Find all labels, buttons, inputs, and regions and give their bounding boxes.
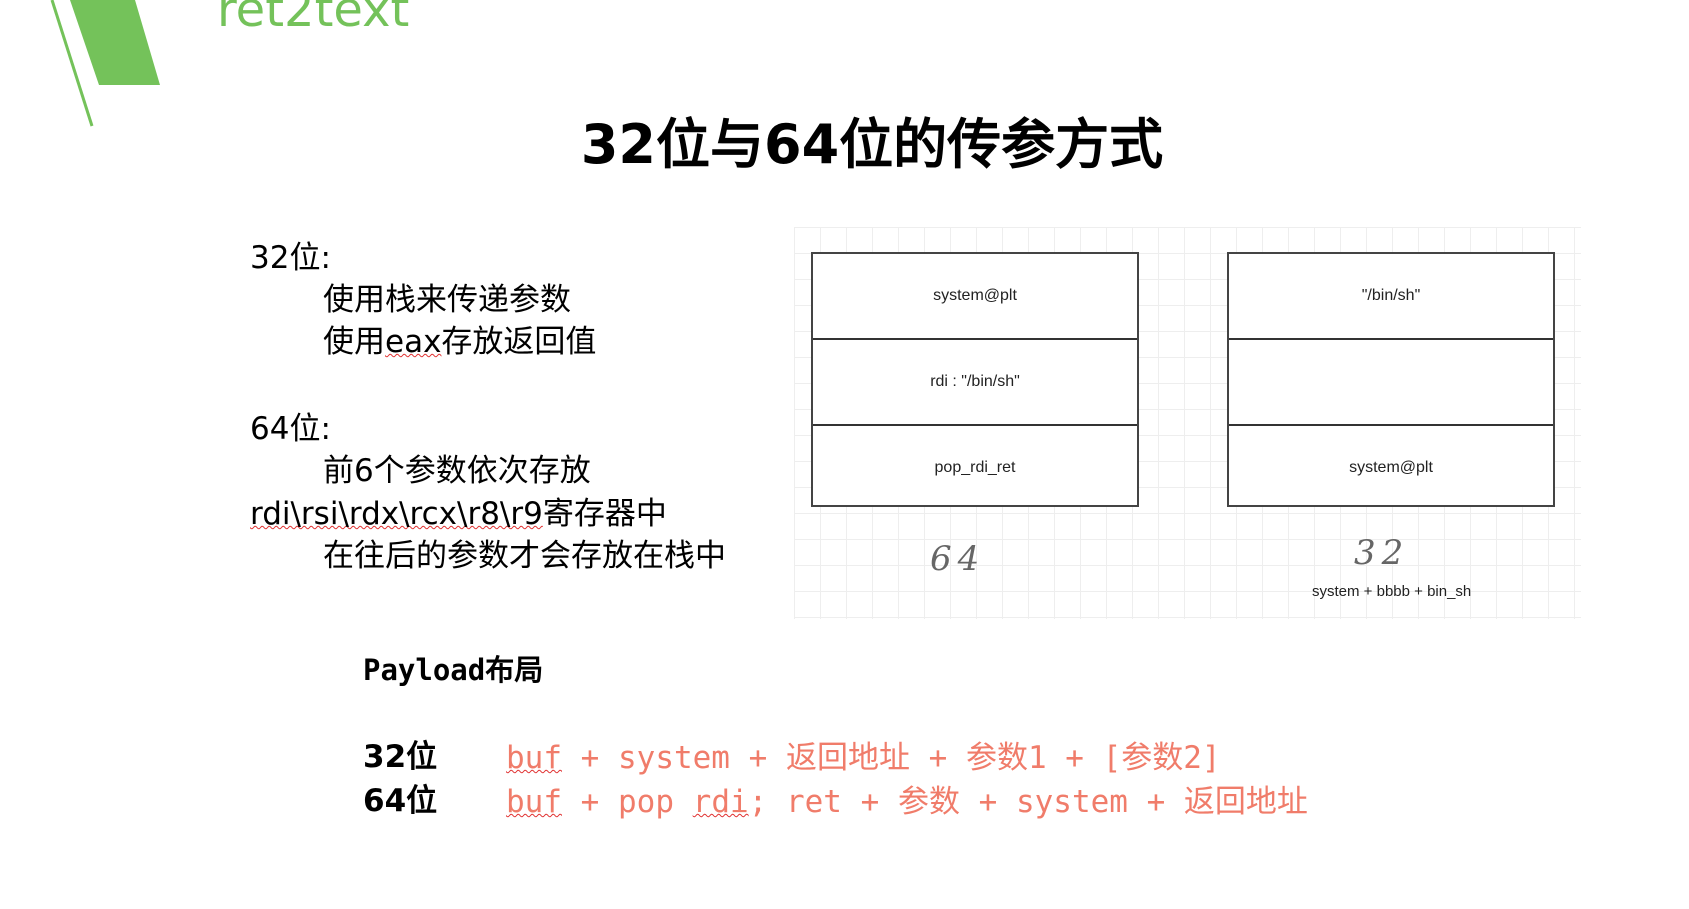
- note-32: system + bbbb + bin_sh: [1312, 583, 1472, 600]
- stack-cell: pop_rdi_ret: [934, 459, 1016, 476]
- payload-heading: Payload布局: [363, 653, 544, 687]
- t: 寄存器中: [542, 496, 667, 532]
- text-64-registers: rdi\rsi\rdx\rcx\r8\r9寄存器中: [250, 488, 667, 533]
- payload-32: buf + system + 返回地址 + 参数1 + [参数2]: [506, 732, 1221, 777]
- text-64-first6: 前6个参数依次存放: [323, 453, 591, 489]
- stack-cell: rdi : "/bin/sh": [813, 340, 1137, 426]
- text-32-eax: 使用eax存放返回值: [323, 316, 596, 361]
- heading-32bit: 32位:: [250, 240, 331, 276]
- t: ; ret + 参数 + system + 返回地址: [748, 784, 1308, 820]
- row-32-label: 32位: [363, 739, 438, 775]
- logo-flag-icon: [50, 0, 160, 127]
- section-title: ret2text: [217, 0, 410, 38]
- stack-box-64: system@plt rdi : "/bin/sh" pop_rdi_ret: [811, 252, 1139, 507]
- t: eax: [385, 324, 442, 360]
- t: buf: [506, 740, 562, 776]
- stack-box-32: "/bin/sh" system@plt: [1227, 252, 1555, 507]
- row-64-label: 64位: [363, 783, 438, 819]
- t: + system + 返回地址 + 参数1 + [参数2]: [562, 740, 1221, 776]
- text-64-stack: 在往后的参数才会存放在栈中: [323, 538, 726, 574]
- t: 存放返回值: [441, 324, 597, 360]
- payload-64: buf + pop rdi; ret + 参数 + system + 返回地址: [506, 776, 1308, 821]
- heading-64bit: 64位:: [250, 411, 331, 447]
- text-32-stack: 使用栈来传递参数: [323, 282, 571, 318]
- t: + pop: [562, 784, 693, 820]
- stack-cell: "/bin/sh": [1229, 254, 1553, 340]
- t: rdi: [692, 784, 749, 820]
- stack-diagram: system@plt rdi : "/bin/sh" pop_rdi_ret "…: [794, 227, 1581, 619]
- label-32: 32: [1354, 533, 1410, 573]
- slide-title: 32位与64位的传参方式: [580, 113, 1164, 176]
- stack-cell: system@plt: [813, 254, 1137, 340]
- t: 使用: [323, 324, 385, 360]
- t: rdi\rsi\rdx\rcx\r8\r9: [250, 496, 543, 532]
- t: buf: [506, 784, 562, 820]
- stack-cell: [1229, 340, 1553, 426]
- label-64: 64: [930, 539, 986, 579]
- stack-cell: system@plt: [1349, 459, 1433, 476]
